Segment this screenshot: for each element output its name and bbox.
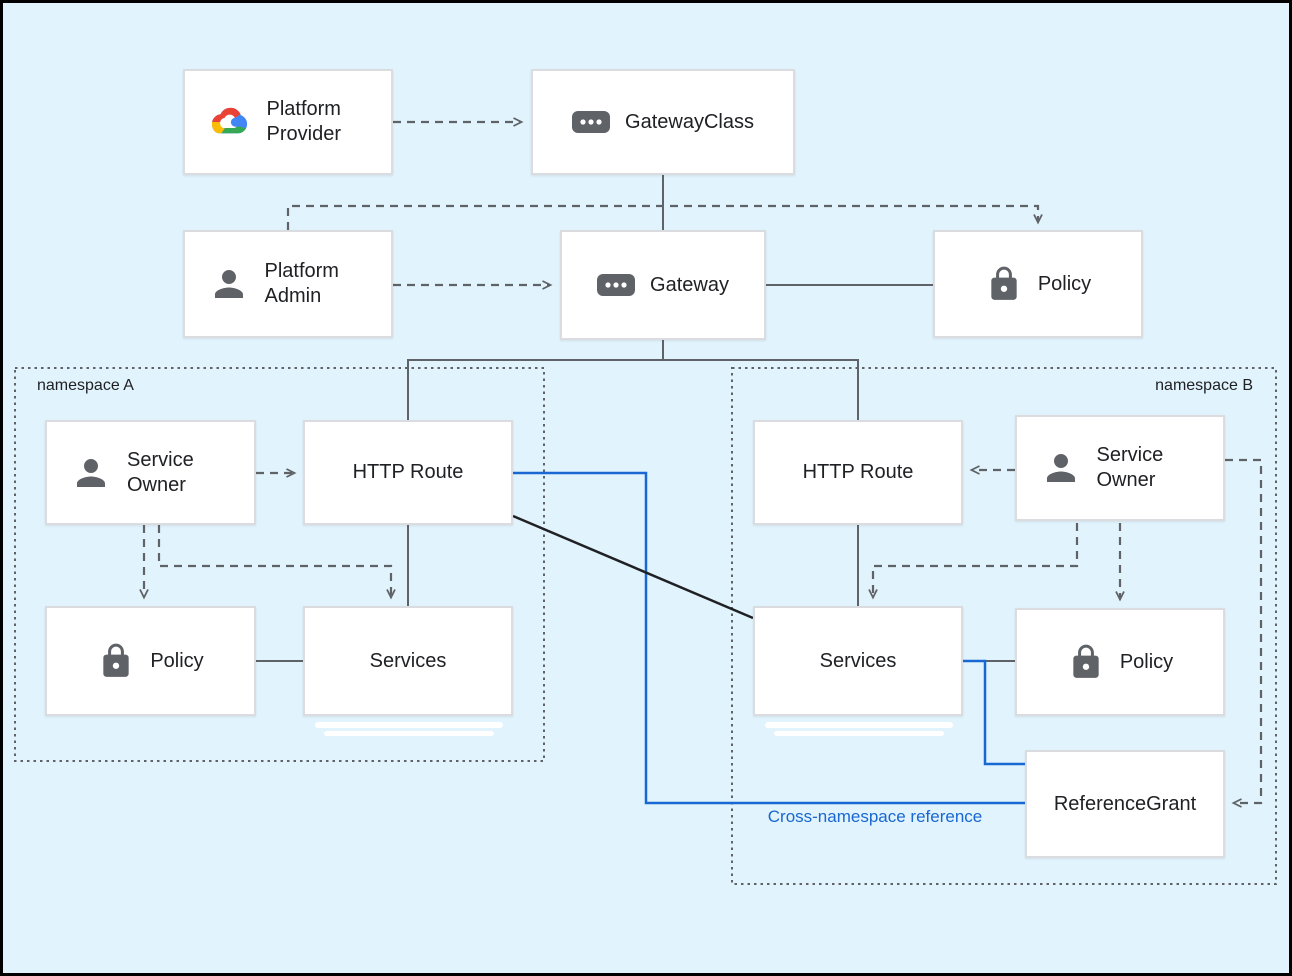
node-label: Gateway bbox=[650, 273, 729, 296]
person-icon bbox=[1046, 454, 1075, 482]
node-label: Platform Admin bbox=[264, 260, 339, 307]
node-policy-cluster: Policy bbox=[933, 230, 1143, 338]
node-label: HTTP Route bbox=[802, 461, 914, 483]
namespace-a-label: namespace A bbox=[37, 377, 134, 394]
node-label: Policy bbox=[150, 649, 204, 672]
node-label: ReferenceGrant bbox=[1053, 792, 1197, 815]
connector-layer bbox=[14, 117, 1277, 885]
node-label: GatewayClass bbox=[625, 110, 754, 133]
services-a-stack bbox=[315, 722, 503, 728]
node-policy-a: Policy bbox=[45, 606, 256, 716]
edge-httproutea-to-referencegrant bbox=[513, 471, 1025, 805]
cross-namespace-reference-label: Cross-namespace reference bbox=[767, 807, 983, 826]
edge-admin-to-policy bbox=[286, 204, 1043, 230]
node-gateway-class: GatewayClass bbox=[531, 69, 795, 175]
node-policy-b: Policy bbox=[1015, 608, 1225, 716]
node-services-a: Services bbox=[303, 606, 513, 716]
services-a-stack bbox=[324, 731, 494, 736]
person-icon bbox=[214, 270, 243, 298]
services-b-stack bbox=[774, 731, 944, 736]
node-services-b: Services bbox=[753, 606, 963, 716]
namespace-b-boundary bbox=[731, 367, 1277, 885]
edge-servicesb-to-referencegrant bbox=[963, 659, 1025, 766]
node-label: HTTP Route bbox=[352, 461, 464, 483]
edge-ownerb-to-referencegrant bbox=[1225, 458, 1263, 808]
resource-chip-icon bbox=[572, 111, 611, 133]
node-label: Service Owner bbox=[1096, 444, 1164, 491]
node-label: Services bbox=[369, 649, 447, 672]
node-label: Platform Provider bbox=[266, 98, 341, 145]
lock-icon bbox=[103, 643, 129, 677]
node-label: Policy bbox=[1119, 650, 1174, 673]
node-service-owner-b: Service Owner bbox=[1015, 415, 1225, 521]
edge-ownerb-to-servicesb bbox=[868, 523, 1079, 600]
lock-icon bbox=[1073, 644, 1099, 678]
services-b-stack bbox=[765, 722, 953, 728]
node-platform-admin: Platform Admin bbox=[183, 230, 393, 338]
node-gateway: Gateway bbox=[560, 230, 766, 340]
node-platform-provider: Platform Provider bbox=[183, 69, 393, 175]
node-label: Services bbox=[819, 649, 897, 672]
node-reference-grant: ReferenceGrant bbox=[1025, 750, 1225, 858]
namespace-b-label: namespace B bbox=[1155, 377, 1253, 394]
edge-ownera-to-servicesa bbox=[157, 525, 396, 600]
resource-chip-icon bbox=[597, 274, 636, 296]
person-icon bbox=[77, 458, 105, 487]
node-label: Service Owner bbox=[127, 448, 194, 496]
lock-icon bbox=[991, 266, 1017, 300]
node-http-route-b: HTTP Route bbox=[753, 420, 963, 525]
node-service-owner-a: Service Owner bbox=[45, 420, 256, 525]
node-label: Policy bbox=[1037, 272, 1092, 295]
edge-httproutea-to-servicesb bbox=[512, 514, 754, 620]
google-cloud-icon bbox=[211, 107, 247, 134]
node-http-route-a: HTTP Route bbox=[303, 420, 513, 525]
